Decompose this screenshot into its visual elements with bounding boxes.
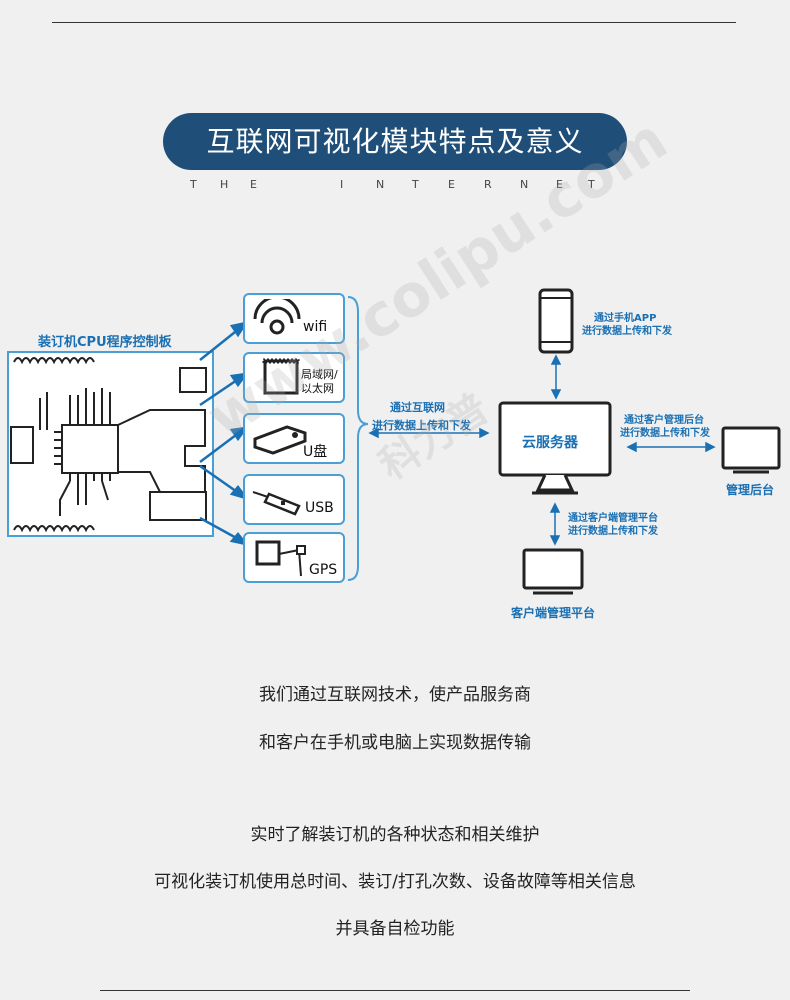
gps-module-icon — [255, 540, 306, 577]
subtitle-letter: T — [412, 178, 419, 191]
port-lan: 局域网/ 以太网 — [243, 352, 345, 403]
admin-double-arrow — [626, 441, 716, 453]
board-coils-bottom — [13, 525, 95, 533]
client-link-line1: 通过客户端管理平台 — [568, 513, 658, 524]
phone-double-arrow — [550, 354, 562, 400]
page-title: 互联网可视化模块特点及意义 — [163, 113, 627, 170]
internet-link-line2: 进行数据上传和下发 — [372, 419, 471, 432]
board-components — [10, 367, 207, 521]
subtitle-letter: N — [520, 178, 529, 191]
internet-double-arrow — [368, 427, 490, 439]
chip-icon — [262, 358, 300, 395]
subtitle-letter: T — [190, 178, 197, 191]
client-label: 客户端管理平台 — [511, 606, 596, 620]
paragraph1-line1: 我们通过互联网技术，使产品服务商 — [259, 685, 531, 705]
usb-flash-drive-icon — [253, 425, 307, 455]
subtitle-letter: H — [220, 178, 229, 191]
subtitle-the-internet: T H E I N T E R N E T — [190, 178, 600, 194]
ports-brace — [347, 296, 369, 581]
bottom-divider — [100, 990, 690, 991]
wifi-label: wifi — [303, 319, 328, 335]
board-label: 装订机CPU程序控制板 — [38, 335, 172, 350]
client-link-line2: 进行数据上传和下发 — [568, 526, 658, 537]
phone-link-line2: 进行数据上传和下发 — [582, 326, 672, 337]
port-wifi: wifi — [243, 293, 345, 344]
server-label: 云服务器 — [522, 435, 578, 451]
client-monitor — [522, 548, 584, 595]
admin-link-line2: 进行数据上传和下发 — [620, 428, 710, 439]
subtitle-letter: E — [250, 178, 257, 191]
usb-label: USB — [305, 500, 334, 516]
board-traces — [39, 388, 111, 516]
udisk-label: U盘 — [303, 444, 328, 460]
admin-link-line1: 通过客户管理后台 — [624, 415, 704, 426]
board-coils-top — [13, 357, 95, 365]
top-divider — [52, 22, 736, 23]
usb-cable-icon — [252, 491, 301, 516]
internet-link-line1: 通过互联网 — [390, 401, 445, 414]
phone-device — [538, 288, 574, 354]
admin-label: 管理后台 — [726, 483, 775, 497]
port-gps: GPS — [243, 532, 345, 583]
chip-pins — [54, 417, 111, 481]
server-monitor — [498, 401, 612, 495]
admin-monitor — [721, 426, 781, 474]
paragraph2-line1: 实时了解装订机的各种状态和相关维护 — [250, 825, 540, 845]
lan-label-line1: 局域网/ — [301, 368, 338, 381]
subtitle-letter: R — [484, 178, 492, 191]
paragraph1-line2: 和客户在手机或电脑上实现数据传输 — [259, 733, 531, 753]
phone-link-line1: 通过手机APP — [594, 313, 657, 324]
client-double-arrow — [549, 502, 561, 546]
subtitle-letter: E — [448, 178, 455, 191]
lan-label-line2: 以太网 — [301, 382, 334, 395]
subtitle-letter: N — [376, 178, 385, 191]
wifi-icon — [253, 299, 301, 335]
subtitle-letter: T — [588, 178, 595, 191]
gps-label: GPS — [309, 562, 338, 578]
port-udisk: U盘 — [243, 413, 345, 464]
port-usb: USB — [243, 474, 345, 525]
paragraph2-line2: 可视化装订机使用总时间、装订/打孔次数、设备故障等相关信息 — [154, 872, 636, 892]
board-to-port-arrows — [199, 321, 250, 546]
paragraph2-line3: 并具备自检功能 — [335, 919, 455, 939]
subtitle-letter: I — [340, 178, 344, 191]
subtitle-letter: E — [556, 178, 563, 191]
